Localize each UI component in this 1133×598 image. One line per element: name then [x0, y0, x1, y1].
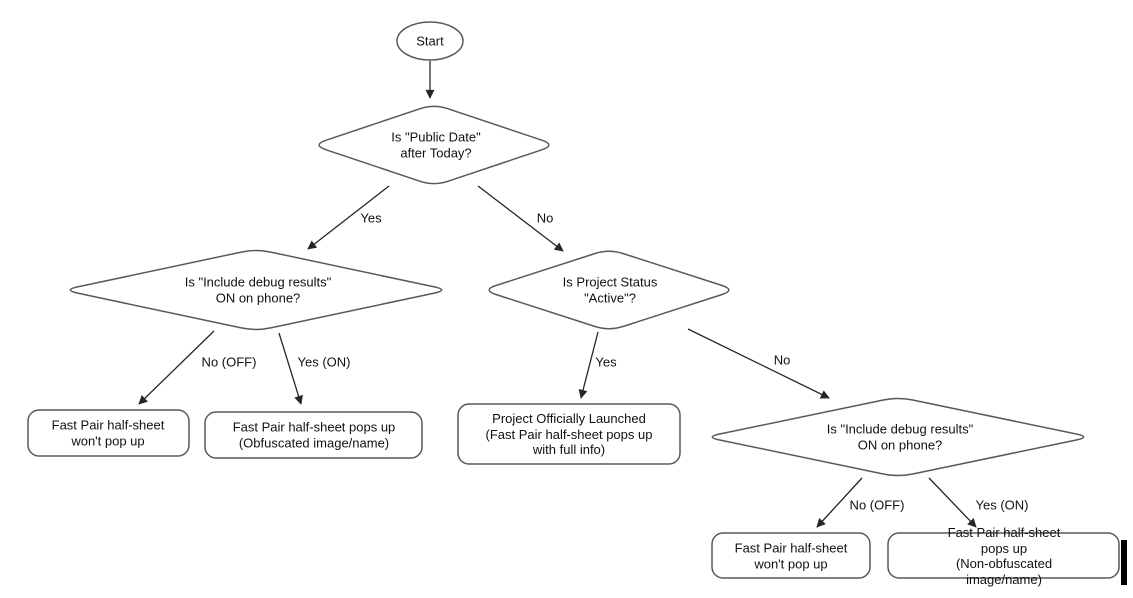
result-obfuscated-popup-box [204, 411, 423, 459]
decision-debug-left-diamond [69, 249, 443, 331]
arrow-debug-right-yes [928, 477, 977, 528]
result-launched-box [457, 403, 681, 465]
result-no-popup-left-box [27, 409, 190, 457]
text-cursor [1121, 540, 1127, 585]
arrow-project-status-no [687, 328, 830, 399]
result-no-popup-right-box [711, 532, 871, 579]
arrow-debug-left-yes [278, 332, 303, 405]
arrow-debug-left-no [138, 330, 215, 405]
arrow-public-date-yes [307, 185, 390, 250]
decision-project-status-diamond [488, 250, 730, 330]
start-oval [396, 21, 464, 61]
decision-debug-right-diamond [711, 397, 1085, 477]
arrow-public-date-no [477, 185, 564, 252]
arrow-project-status-yes [578, 331, 599, 399]
result-non-obfuscated-popup-box [887, 532, 1120, 579]
arrow-debug-right-no [816, 477, 863, 528]
decision-public-date-diamond [318, 105, 550, 185]
